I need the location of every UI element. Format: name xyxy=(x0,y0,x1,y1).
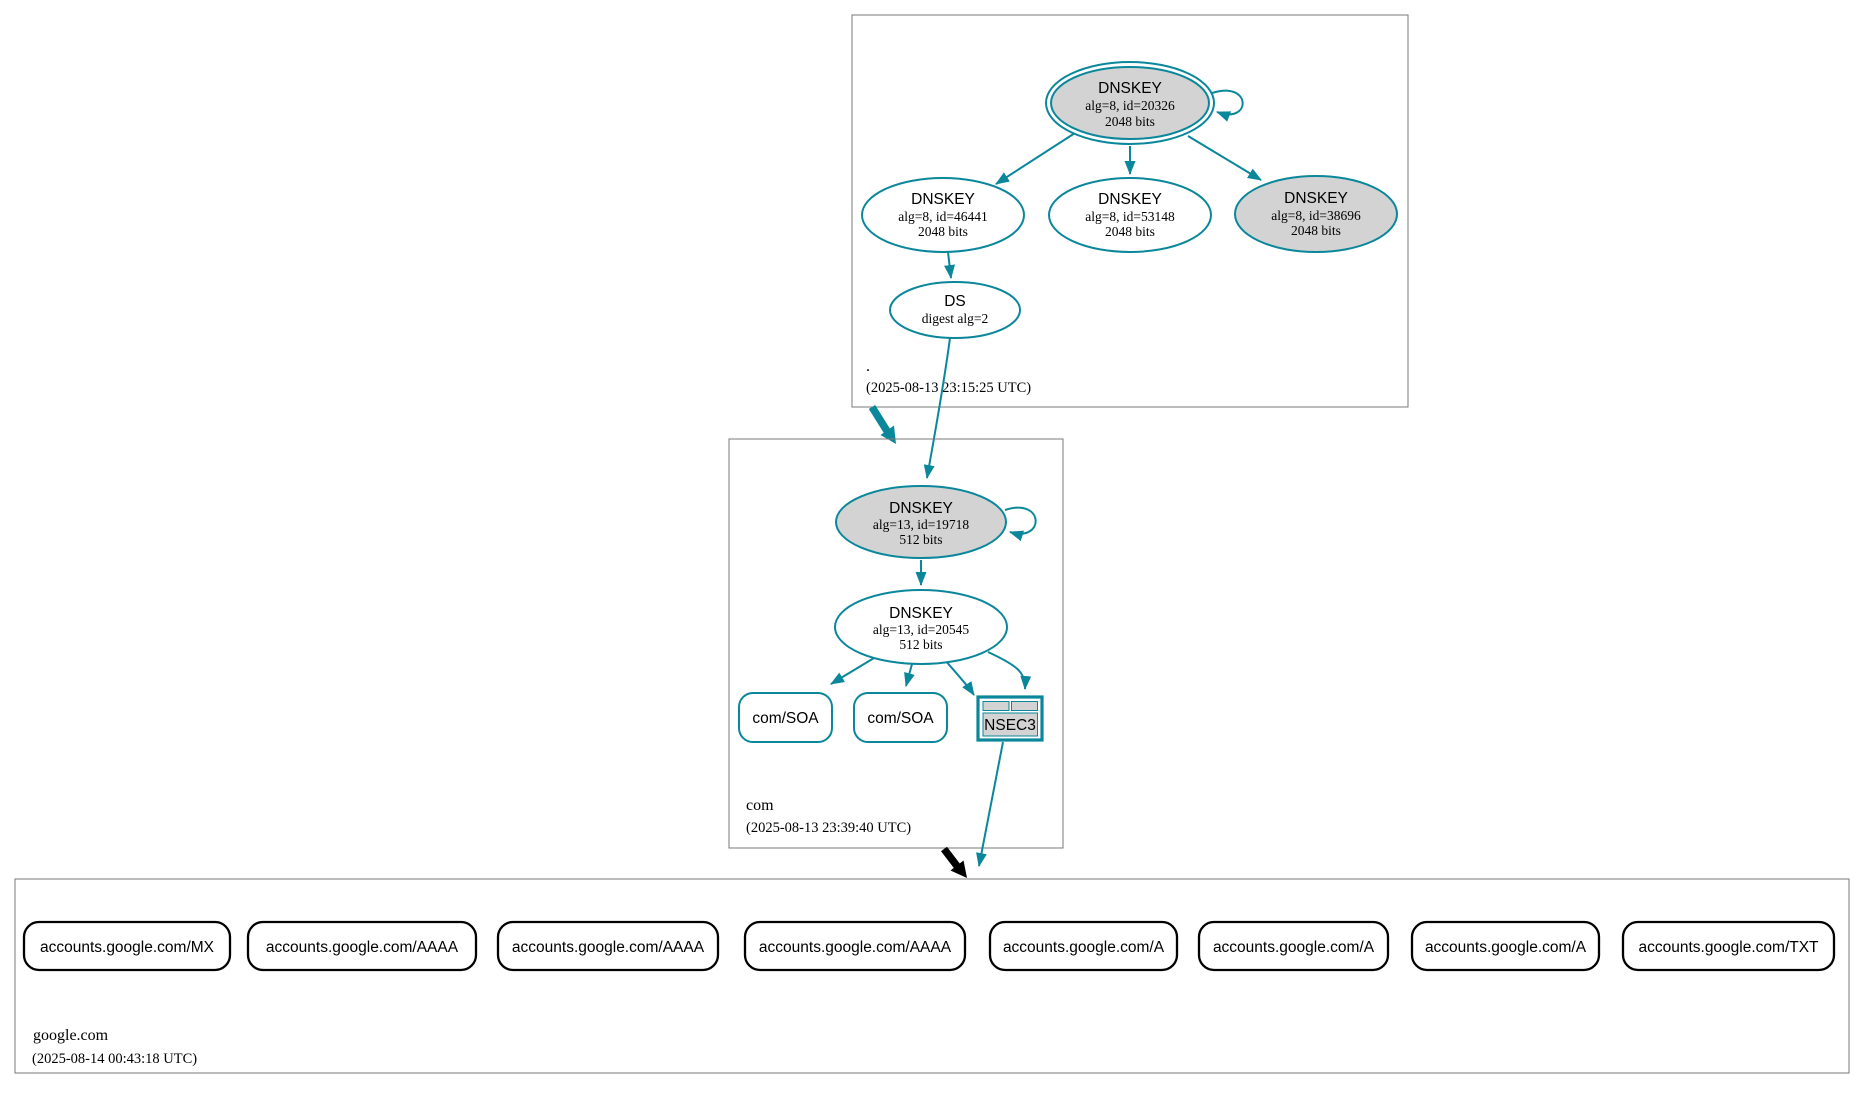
node-rrset-aaaa-1: accounts.google.com/AAAA xyxy=(246,920,478,972)
node-com-soa-2: com/SOA xyxy=(853,692,948,743)
svg-text:DNSKEY: DNSKEY xyxy=(1284,190,1348,207)
svg-text:accounts.google.com/AAAA: accounts.google.com/AAAA xyxy=(759,939,952,956)
nsec3-body-cell xyxy=(982,712,1038,737)
svg-text:512 bits: 512 bits xyxy=(899,637,942,652)
node-rrset-aaaa-2: accounts.google.com/AAAA xyxy=(496,920,720,972)
svg-text:alg=8, id=46441: alg=8, id=46441 xyxy=(898,209,987,224)
node-rrset-a-1: accounts.google.com/A xyxy=(988,920,1179,972)
node-rrset-a-3: accounts.google.com/A xyxy=(1410,920,1601,972)
node-root-ds: DS digest alg=2 xyxy=(889,281,1021,339)
com-soa-1-rect xyxy=(738,692,833,743)
svg-text:alg=8, id=53148: alg=8, id=53148 xyxy=(1085,209,1175,224)
root-ksk-inner-ring xyxy=(1050,66,1210,140)
google-zone-border xyxy=(14,878,1850,1074)
svg-text:DNSKEY: DNSKEY xyxy=(1098,191,1162,208)
edge-com-zsk-to-nsec3-left xyxy=(943,658,975,696)
svg-text:accounts.google.com/A: accounts.google.com/A xyxy=(1425,939,1587,956)
svg-text:512 bits: 512 bits xyxy=(899,532,942,547)
com-zone-label: com xyxy=(746,797,774,814)
root-zone-border xyxy=(851,14,1409,408)
node-root-ksk-38696: DNSKEY alg=8, id=38696 2048 bits xyxy=(1234,175,1398,253)
delegation-arrow-com-google-shaft xyxy=(941,846,960,869)
com-ksk-ellipse xyxy=(835,485,1007,559)
com-zone-timestamp: (2025-08-13 23:39:40 UTC) xyxy=(746,820,911,836)
rrset-txt-rect xyxy=(1621,920,1836,972)
root-ksk-38696-ellipse xyxy=(1234,175,1398,253)
svg-text:2048 bits: 2048 bits xyxy=(1105,224,1155,239)
node-com-soa-1: com/SOA xyxy=(738,692,833,743)
svg-text:accounts.google.com/AAAA: accounts.google.com/AAAA xyxy=(266,939,459,956)
edge-zsk46441-to-ds xyxy=(944,251,955,279)
svg-text:NSEC3: NSEC3 xyxy=(984,717,1036,734)
svg-text:2048 bits: 2048 bits xyxy=(1291,223,1341,238)
rrset-aaaa-2-rect xyxy=(496,920,720,972)
node-root-zsk-53148: DNSKEY alg=8, id=53148 2048 bits xyxy=(1048,177,1212,253)
svg-text:accounts.google.com/A: accounts.google.com/A xyxy=(1003,939,1165,956)
node-rrset-aaaa-3: accounts.google.com/AAAA xyxy=(743,920,967,972)
delegation-arrow-root-to-com xyxy=(868,405,896,444)
svg-text:alg=8, id=38696: alg=8, id=38696 xyxy=(1271,208,1361,223)
svg-text:accounts.google.com/TXT: accounts.google.com/TXT xyxy=(1638,939,1819,956)
root-zone-label: . xyxy=(866,358,870,375)
svg-text:digest alg=2: digest alg=2 xyxy=(922,311,988,326)
zone-box-google: accounts.google.com/MX accounts.google.c… xyxy=(14,878,1850,1074)
nsec3-header-cell-1 xyxy=(982,701,1010,711)
edge-com-zsk-to-soa2 xyxy=(904,663,915,687)
edge-com-zsk-to-nsec3-top xyxy=(987,651,1032,690)
svg-text:DNSKEY: DNSKEY xyxy=(911,191,975,208)
node-rrset-a-2: accounts.google.com/A xyxy=(1197,920,1390,972)
com-soa-2-rect xyxy=(853,692,948,743)
node-root-zsk-46441: DNSKEY alg=8, id=46441 2048 bits xyxy=(861,177,1025,253)
root-ds-ellipse xyxy=(889,281,1021,339)
com-zone-border xyxy=(728,438,1064,849)
edge-com-zsk-to-soa1 xyxy=(830,657,875,685)
svg-text:DNSKEY: DNSKEY xyxy=(889,605,953,622)
svg-text:2048 bits: 2048 bits xyxy=(1105,114,1155,129)
rrset-mx-rect xyxy=(22,920,232,972)
svg-text:alg=13, id=19718: alg=13, id=19718 xyxy=(873,517,969,532)
edge-root-ds-to-com-ksk xyxy=(923,337,951,479)
svg-text:DNSKEY: DNSKEY xyxy=(889,500,953,517)
node-com-ksk-19718: DNSKEY alg=13, id=19718 512 bits xyxy=(835,485,1007,559)
svg-text:com/SOA: com/SOA xyxy=(752,710,819,727)
node-rrset-mx: accounts.google.com/MX xyxy=(22,920,232,972)
root-zsk-53148-ellipse xyxy=(1048,177,1212,253)
svg-text:DS: DS xyxy=(944,293,966,310)
svg-text:alg=13, id=20545: alg=13, id=20545 xyxy=(873,622,969,637)
node-rrset-txt: accounts.google.com/TXT xyxy=(1621,920,1836,972)
rrset-a-1-rect xyxy=(988,920,1179,972)
delegation-arrow-com-to-google xyxy=(941,846,967,878)
zone-box-com: DNSKEY alg=13, id=19718 512 bits DNSKEY … xyxy=(728,438,1064,849)
node-com-nsec3: NSEC3 xyxy=(976,695,1044,742)
edge-root-ksk-to-zsk46441 xyxy=(995,132,1076,185)
rrset-aaaa-3-rect xyxy=(743,920,967,972)
node-com-zsk-20545: DNSKEY alg=13, id=20545 512 bits xyxy=(834,589,1008,665)
google-zone-timestamp: (2025-08-14 00:43:18 UTC) xyxy=(32,1051,197,1067)
delegation-arrow-com-google-head xyxy=(950,860,967,878)
svg-text:accounts.google.com/A: accounts.google.com/A xyxy=(1213,939,1375,956)
root-zsk-46441-ellipse xyxy=(861,177,1025,253)
rrset-a-2-rect xyxy=(1197,920,1390,972)
svg-text:2048 bits: 2048 bits xyxy=(918,224,968,239)
svg-text:accounts.google.com/AAAA: accounts.google.com/AAAA xyxy=(512,939,705,956)
rrset-aaaa-1-rect xyxy=(246,920,478,972)
com-zsk-ellipse xyxy=(834,589,1008,665)
svg-text:accounts.google.com/MX: accounts.google.com/MX xyxy=(40,939,215,956)
node-root-ksk-20326: DNSKEY alg=8, id=20326 2048 bits xyxy=(1045,61,1215,145)
nsec3-header-cell-2 xyxy=(1011,701,1038,711)
root-zone-timestamp: (2025-08-13 23:15:25 UTC) xyxy=(866,380,1031,396)
edge-nsec3-to-google-zone xyxy=(976,741,1004,867)
edge-root-ksk-selfloop xyxy=(1211,89,1244,122)
google-zone-label: google.com xyxy=(33,1027,109,1044)
svg-text:alg=8, id=20326: alg=8, id=20326 xyxy=(1085,98,1175,113)
edge-com-ksk-selfloop xyxy=(1004,506,1037,542)
delegation-arrow-root-com-shaft xyxy=(868,405,891,433)
svg-text:DNSKEY: DNSKEY xyxy=(1098,80,1162,97)
rrset-a-3-rect xyxy=(1410,920,1601,972)
svg-text:com/SOA: com/SOA xyxy=(867,710,934,727)
zone-box-root: DNSKEY alg=8, id=20326 2048 bits DNSKEY … xyxy=(851,14,1409,408)
edge-root-ksk-to-ksk38696 xyxy=(1187,135,1262,181)
